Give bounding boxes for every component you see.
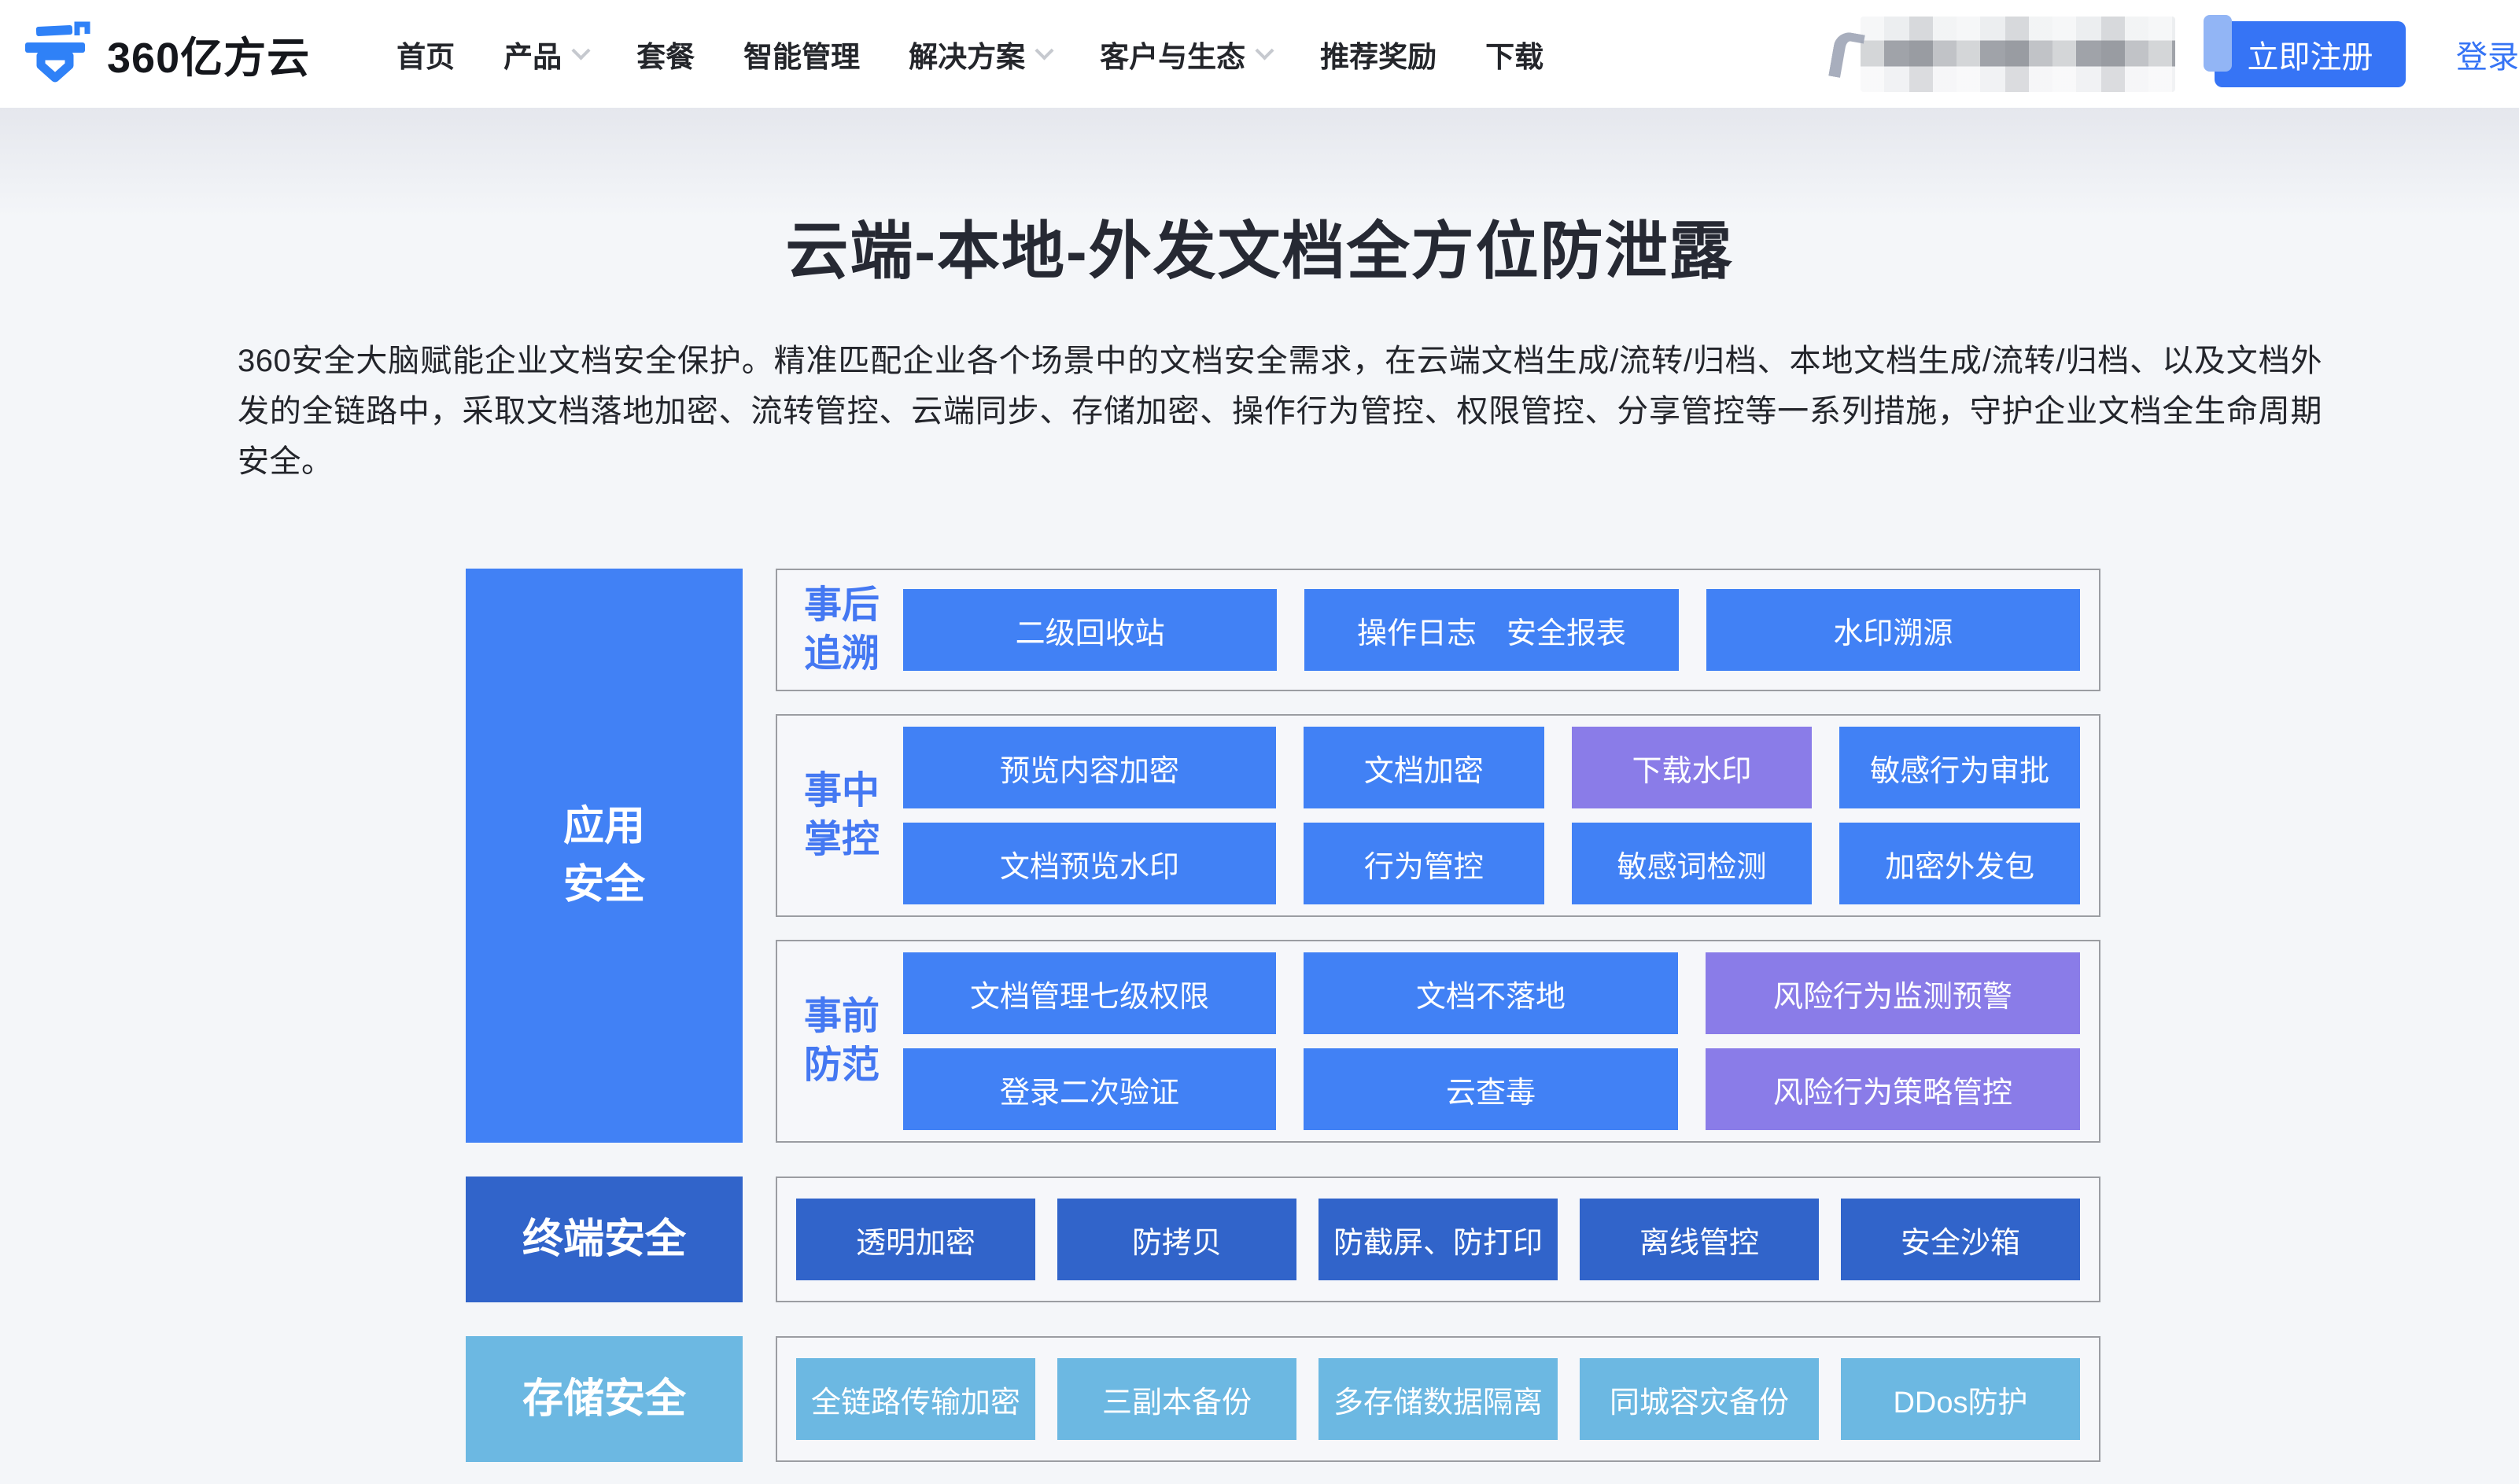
feature-tile: 全链路传输加密: [796, 1358, 1035, 1440]
feature-tile: DDos防护: [1841, 1358, 2080, 1440]
feature-tile: 离线管控: [1580, 1199, 1819, 1280]
feature-tile: 三副本备份: [1057, 1358, 1296, 1440]
feature-tile: 安全沙箱: [1841, 1199, 2080, 1280]
application-groups: 事后 追溯 二级回收站 操作日志 安全报表 水印溯源 事中 掌控: [776, 569, 2100, 1143]
security-diagram: 应用 安全 事后 追溯 二级回收站 操作日志 安全报表 水印溯源: [466, 569, 2100, 1462]
feature-tile: 敏感行为审批: [1839, 727, 2081, 808]
login-link[interactable]: 登录: [2456, 39, 2519, 75]
chevron-down-icon: [1035, 41, 1054, 61]
page-title: 云端-本地-外发文档全方位防泄露: [785, 216, 1734, 286]
group-label: 事中 掌控: [804, 770, 880, 860]
feature-tile: 敏感词检测: [1571, 823, 1813, 904]
diagram-row-storage: 存储安全 全链路传输加密 三副本备份 多存储数据隔离 同城容灾备份 DDos防护: [466, 1336, 2100, 1462]
nav-item-referral-rewards[interactable]: 推荐奖励: [1320, 33, 1437, 75]
side-box-application-security: 应用 安全: [466, 569, 743, 1143]
feature-tile: 预览内容加密: [903, 727, 1276, 808]
feature-tile: 登录二次验证: [903, 1048, 1276, 1130]
group-label: 事前 防范: [804, 996, 880, 1086]
feature-tile: 文档不落地: [1304, 952, 1678, 1034]
brand-logo-icon: [25, 21, 90, 82]
nav-item-label: 首页: [396, 40, 455, 73]
nav-item-label: 下载: [1485, 40, 1544, 73]
diagram-row-application: 应用 安全 事后 追溯 二级回收站 操作日志 安全报表 水印溯源: [466, 569, 2100, 1143]
feature-tile: 行为管控: [1304, 823, 1544, 904]
nav-item-products[interactable]: 产品: [503, 33, 591, 75]
nav-item-label: 推荐奖励: [1320, 40, 1437, 73]
nav-item-plans[interactable]: 套餐: [636, 33, 695, 75]
page-description: 360安全大脑赋能企业文档安全保护。精准匹配企业各个场景中的文档安全需求，在云端…: [238, 344, 2322, 479]
feature-tile: 风险行为策略管控: [1706, 1048, 2080, 1130]
feature-tile: 云查毒: [1304, 1048, 1678, 1130]
diagram-row-terminal: 终端安全 透明加密 防拷贝 防截屏、防打印 离线管控 安全沙箱: [466, 1177, 2100, 1302]
blurred-phone-number: [1828, 16, 2175, 92]
side-box-storage-security: 存储安全: [466, 1336, 743, 1462]
hero-section: 云端-本地-外发文档全方位防泄露 360安全大脑赋能企业文档安全保护。精准匹配企…: [0, 108, 2519, 1484]
feature-tile: 多存储数据隔离: [1319, 1358, 1558, 1440]
nav-item-home[interactable]: 首页: [396, 33, 455, 75]
nav-item-label: 智能管理: [743, 40, 861, 73]
feature-tile: 文档管理七级权限: [903, 952, 1276, 1034]
feature-tile: 同城容灾备份: [1580, 1358, 1819, 1440]
feature-tile: 文档预览水印: [903, 823, 1276, 904]
feature-tile: 操作日志 安全报表: [1304, 589, 1679, 671]
main-nav: 首页 产品 套餐 智能管理 解决方案 客户与生态 推荐奖励 下载: [396, 33, 1543, 75]
nav-item-solutions[interactable]: 解决方案: [909, 33, 1054, 75]
feature-tile: 下载水印: [1571, 727, 1813, 808]
group-storage-security: 全链路传输加密 三副本备份 多存储数据隔离 同城容灾备份 DDos防护: [776, 1336, 2100, 1462]
brand-name: 360亿方云: [107, 35, 311, 82]
blur-artifact: [2204, 14, 2232, 72]
feature-tile: 二级回收站: [903, 589, 1278, 671]
phone-icon: [1828, 29, 1865, 81]
group-terminal-security: 透明加密 防拷贝 防截屏、防打印 离线管控 安全沙箱: [776, 1177, 2100, 1302]
nav-item-smart-management[interactable]: 智能管理: [743, 33, 860, 75]
group-label: 事后 追溯: [804, 584, 880, 675]
navbar-right: 立即注册 登录: [1828, 14, 2519, 92]
group-in-process-control: 事中 掌控 预览内容加密 文档加密 下载水印 敏感行为审批 文档预览水印 行为管…: [776, 714, 2100, 917]
feature-tile: 风险行为监测预警: [1706, 952, 2080, 1034]
nav-item-label: 套餐: [636, 40, 695, 73]
group-pre-incident-prevention: 事前 防范 文档管理七级权限 文档不落地 风险行为监测预警 登录二次验证 云查毒…: [776, 940, 2100, 1143]
nav-item-customers-ecosystem[interactable]: 客户与生态: [1100, 33, 1274, 75]
top-navbar: 360亿方云 首页 产品 套餐 智能管理 解决方案 客户与生态 推荐奖励 下载 …: [0, 0, 2519, 108]
brand-logo[interactable]: 360亿方云: [20, 17, 310, 92]
register-button-label: 立即注册: [2247, 39, 2373, 75]
nav-item-download[interactable]: 下载: [1485, 33, 1543, 75]
side-box-terminal-security: 终端安全: [466, 1177, 743, 1302]
nav-item-label: 产品: [503, 40, 562, 73]
feature-tile: 防截屏、防打印: [1319, 1199, 1558, 1280]
feature-tile: 透明加密: [796, 1199, 1035, 1280]
chevron-down-icon: [1255, 41, 1274, 61]
feature-tile: 水印溯源: [1706, 589, 2080, 671]
group-after-incident-trace: 事后 追溯 二级回收站 操作日志 安全报表 水印溯源: [776, 569, 2100, 691]
feature-tile: 文档加密: [1304, 727, 1544, 808]
nav-item-label: 客户与生态: [1100, 40, 1246, 73]
register-button[interactable]: 立即注册: [2204, 14, 2406, 87]
chevron-down-icon: [571, 41, 591, 61]
feature-tile: 加密外发包: [1839, 823, 2081, 904]
nav-item-label: 解决方案: [909, 40, 1026, 73]
feature-tile: 防拷贝: [1057, 1199, 1296, 1280]
